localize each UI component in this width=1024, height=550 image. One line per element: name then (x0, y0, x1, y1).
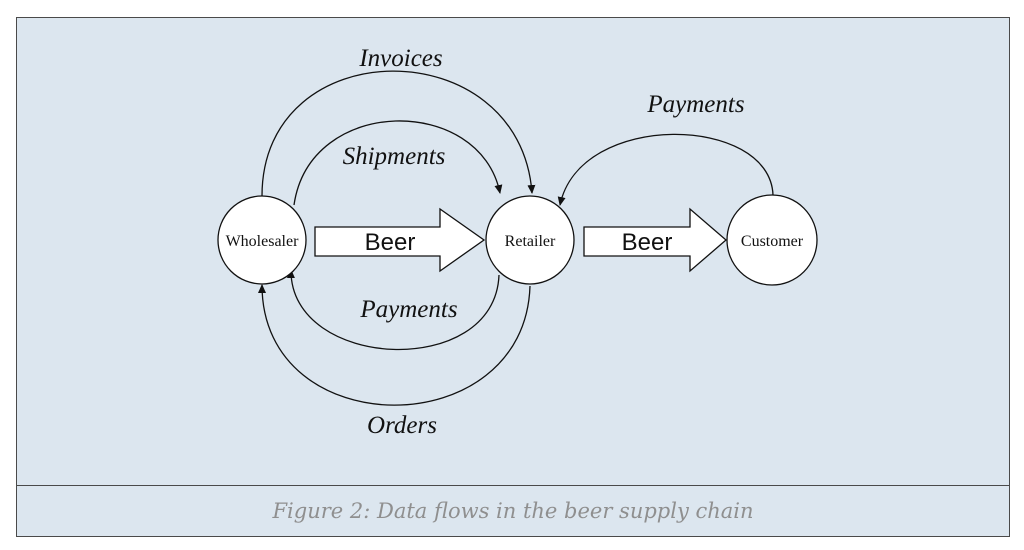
payments-to-wholesaler-label: Payments (359, 296, 457, 323)
beer-label-1: Beer (365, 229, 416, 256)
beer-arrow-retailer-customer (583, 207, 727, 273)
payments-from-customer-arrow (557, 133, 774, 206)
payments-to-wholesaler-arrow (286, 269, 500, 351)
wholesaler-label: Wholesaler (226, 233, 300, 250)
orders-arrow (258, 284, 531, 406)
payments-from-customer-label: Payments (646, 91, 744, 118)
retailer-node (485, 195, 575, 285)
shipments-arrow (293, 120, 503, 206)
figure-caption: Figure 2: Data flows in the beer supply … (272, 499, 754, 523)
customer-node (726, 194, 818, 286)
invoices-arrow (261, 70, 536, 197)
beer-arrow-wholesaler-retailer (314, 207, 486, 273)
beer-label-2: Beer (622, 229, 673, 256)
retailer-label: Retailer (505, 233, 556, 250)
shipments-label: Shipments (343, 143, 446, 170)
caption-bar: Figure 2: Data flows in the beer supply … (17, 485, 1009, 536)
wholesaler-node (217, 195, 307, 285)
customer-label: Customer (741, 233, 804, 250)
orders-label: Orders (367, 412, 437, 439)
invoices-label: Invoices (358, 45, 442, 72)
